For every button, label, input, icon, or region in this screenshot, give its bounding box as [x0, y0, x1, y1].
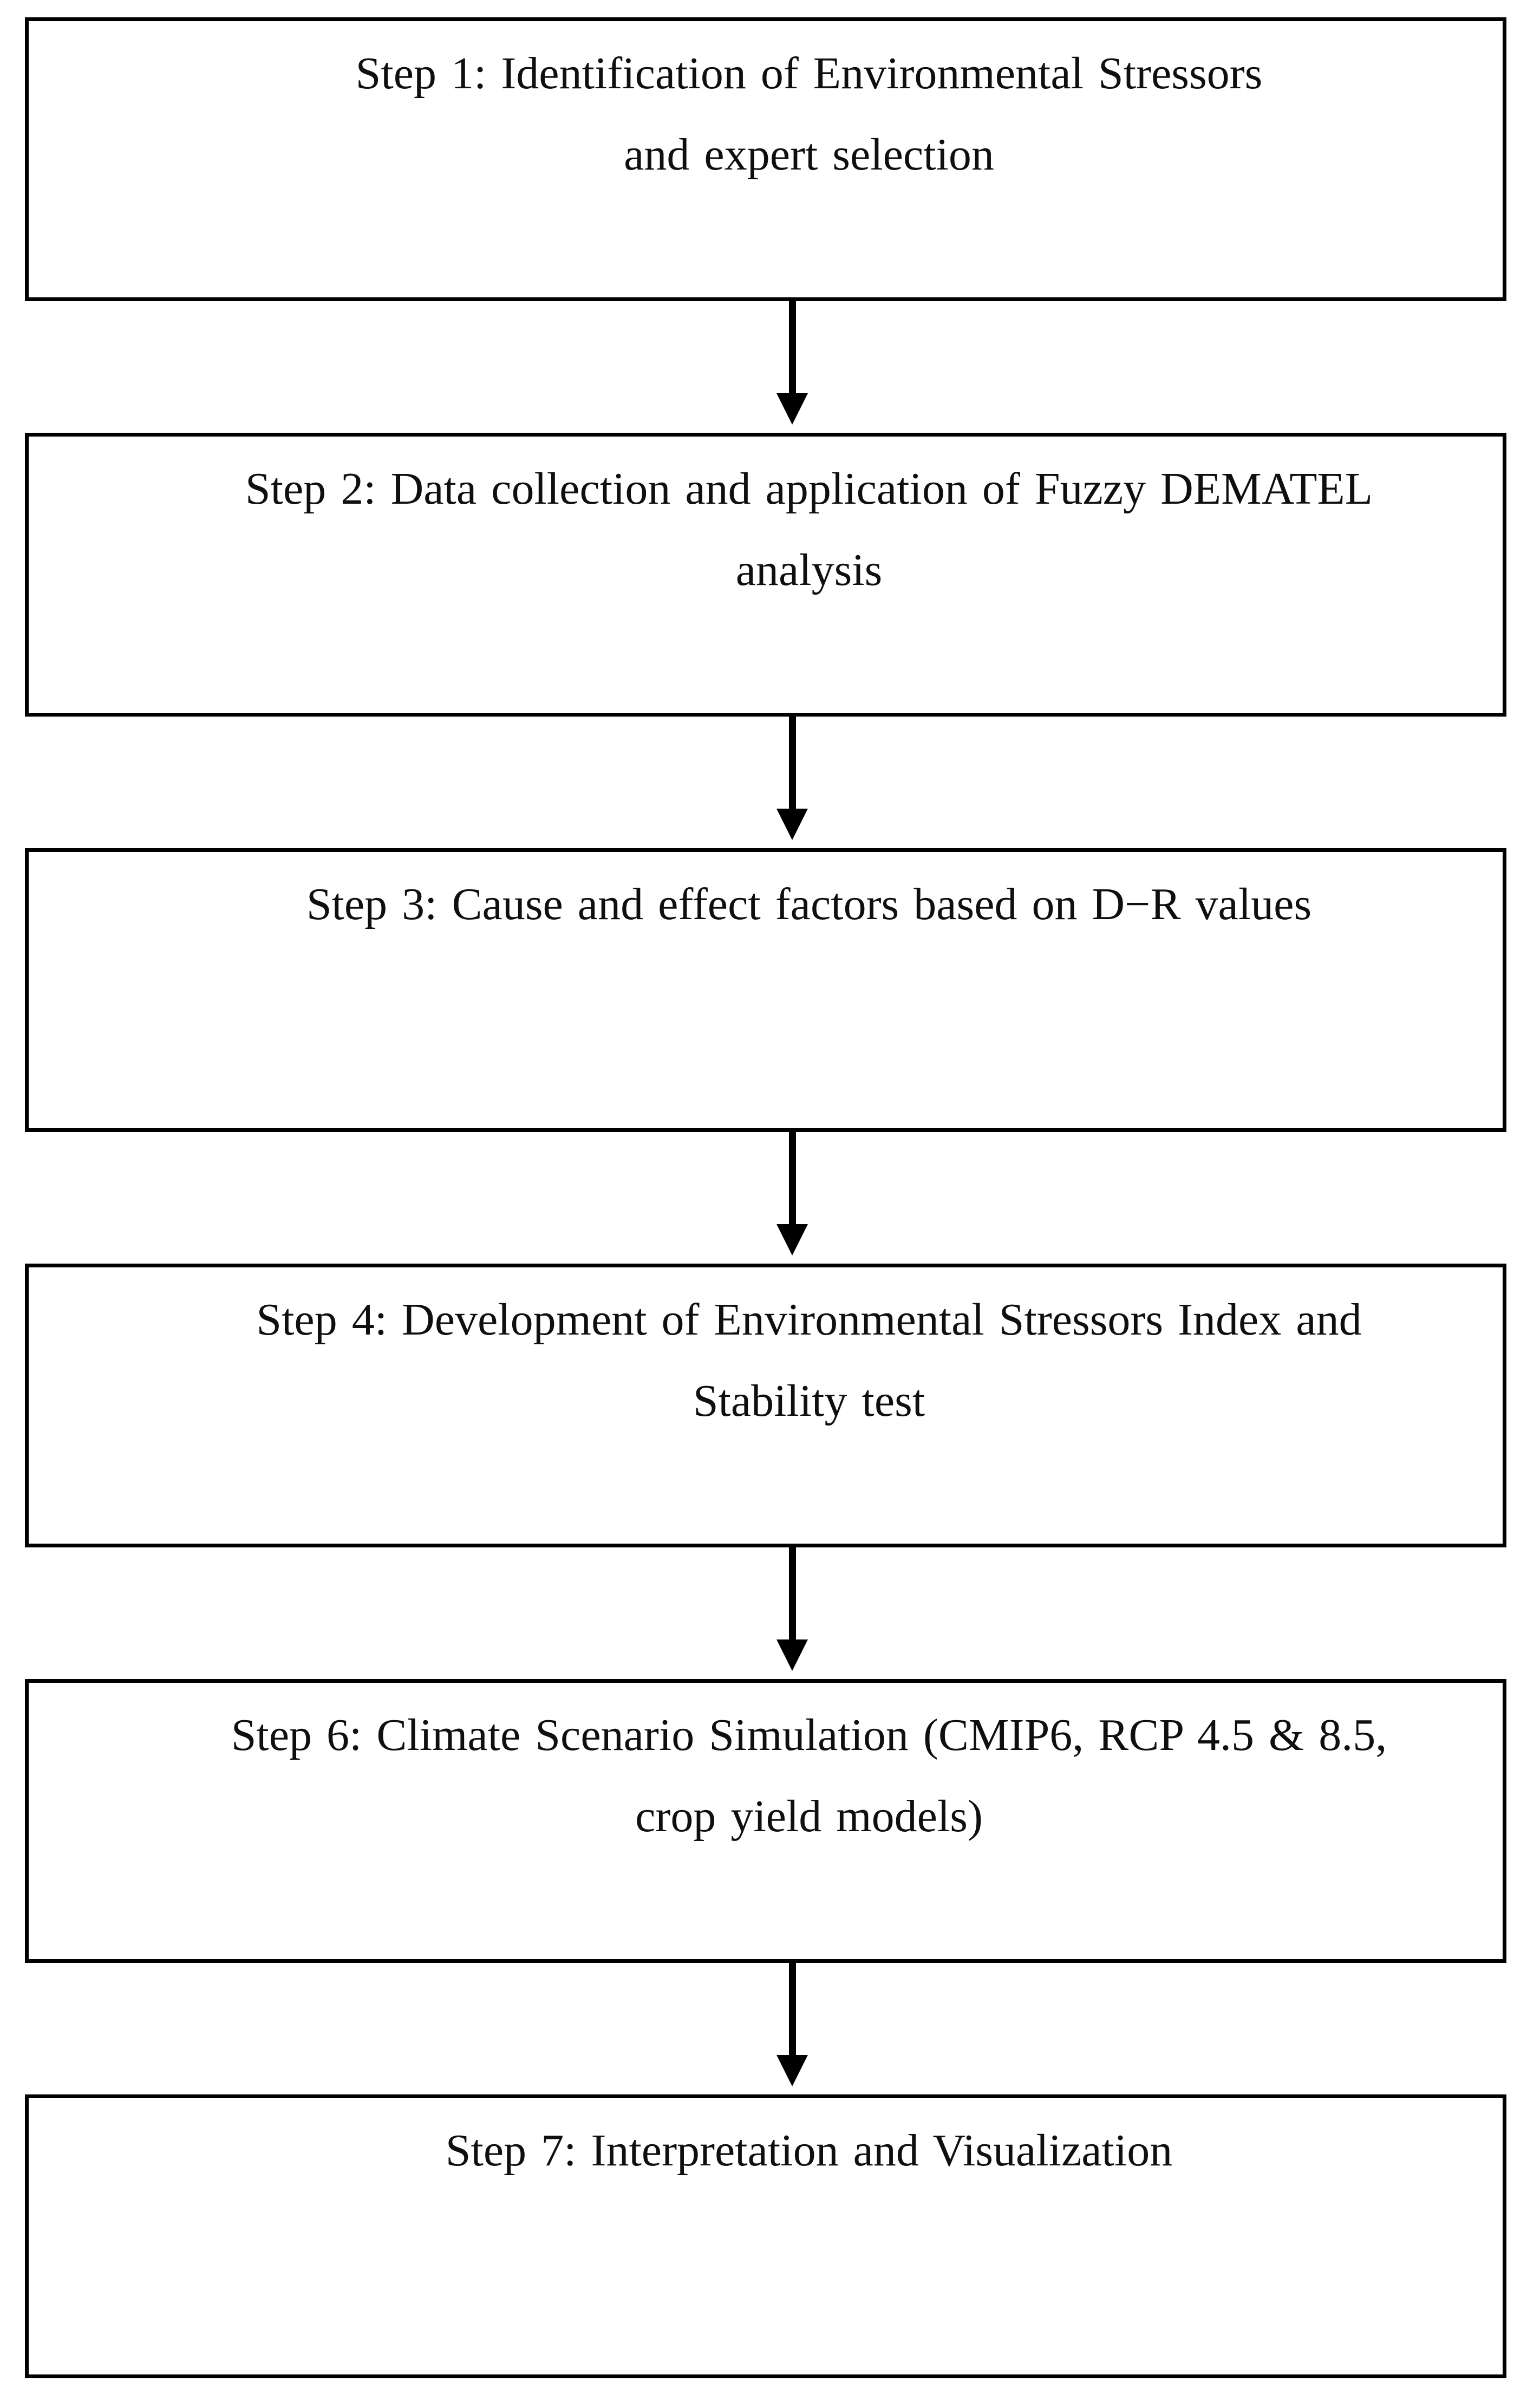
- connector-gap: [25, 717, 1506, 848]
- step-text-line: Step 4: Development of Environmental Str…: [256, 1294, 1362, 1345]
- step-text-line: Step 7: Interpretation and Visualization: [445, 2125, 1173, 2176]
- arrow-shaft: [788, 1547, 796, 1639]
- box-step-1: Step 1: Identification of Environmental …: [25, 17, 1506, 301]
- down-arrow-connector-5: [776, 1963, 808, 2086]
- step-text-line: and expert selection: [624, 129, 994, 180]
- connector-gap: [25, 1547, 1506, 1679]
- connector-gap: [25, 301, 1506, 433]
- down-arrow-connector-2: [776, 717, 808, 840]
- box-step-7: Step 7: Interpretation and Visualization: [25, 2094, 1506, 2378]
- step-text-line: crop yield models): [635, 1791, 983, 1842]
- step-text-line: Step 2: Data collection and application …: [245, 464, 1373, 514]
- arrow-shaft: [788, 1963, 796, 2055]
- arrow-shaft: [788, 717, 796, 809]
- arrowhead-down-icon: [776, 809, 808, 840]
- down-arrow-connector-1: [776, 301, 808, 425]
- arrowhead-down-icon: [776, 393, 808, 425]
- arrowhead-down-icon: [776, 1224, 808, 1255]
- connector-gap: [25, 1963, 1506, 2094]
- box-step-6: Step 6: Climate Scenario Simulation (CMI…: [25, 1679, 1506, 1963]
- arrow-shaft: [788, 1132, 796, 1224]
- step-text-line: analysis: [735, 545, 883, 595]
- arrowhead-down-icon: [776, 1639, 808, 1671]
- step-text-line: Step 6: Climate Scenario Simulation (CMI…: [231, 1710, 1387, 1760]
- box-step-4: Step 4: Development of Environmental Str…: [25, 1264, 1506, 1547]
- arrowhead-down-icon: [776, 2055, 808, 2086]
- down-arrow-connector-3: [776, 1132, 808, 1255]
- step-text-line: Step 1: Identification of Environmental …: [355, 48, 1263, 99]
- arrow-shaft: [788, 301, 796, 393]
- step-text-line: Stability test: [693, 1376, 925, 1426]
- box-step-2: Step 2: Data collection and application …: [25, 433, 1506, 717]
- down-arrow-connector-4: [776, 1547, 808, 1671]
- step-text-line: Step 3: Cause and effect factors based o…: [306, 879, 1312, 929]
- flowchart: Step 1: Identification of Environmental …: [25, 17, 1506, 2378]
- box-step-3: Step 3: Cause and effect factors based o…: [25, 848, 1506, 1132]
- connector-gap: [25, 1132, 1506, 1264]
